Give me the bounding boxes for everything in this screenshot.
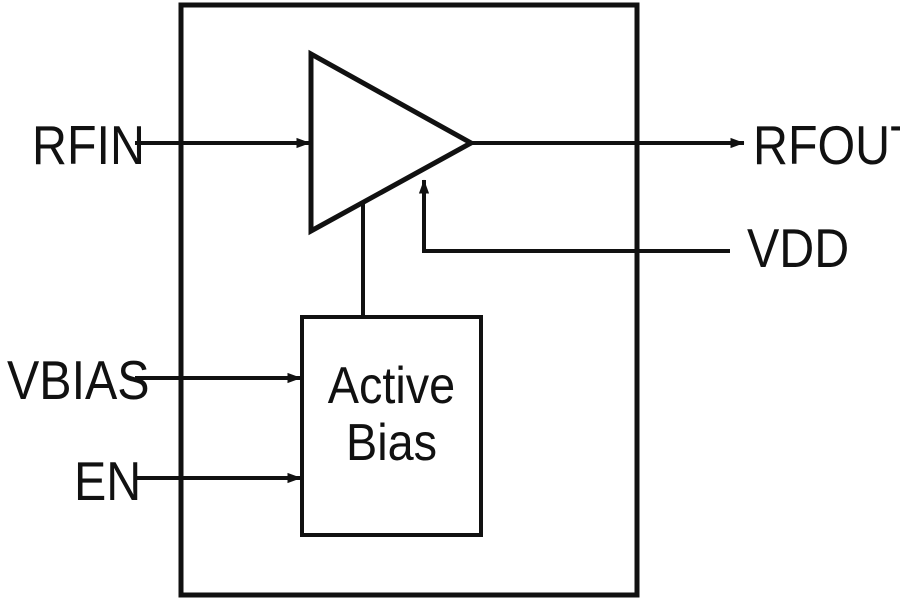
amplifier-triangle [308, 49, 477, 236]
active-bias-label-line2: Bias [345, 414, 438, 472]
pin-label-vdd: VDD [747, 217, 850, 279]
package-boundary [178, 2, 640, 598]
active-bias-label-line1: Active [327, 357, 456, 415]
pin-label-en: EN [74, 450, 142, 512]
pin-label-rfin: RFIN [32, 114, 145, 176]
pin-label-vbias: VBIAS [7, 349, 150, 411]
pin-label-rfout: RFOUT [753, 114, 900, 176]
active-bias-block [300, 315, 483, 537]
